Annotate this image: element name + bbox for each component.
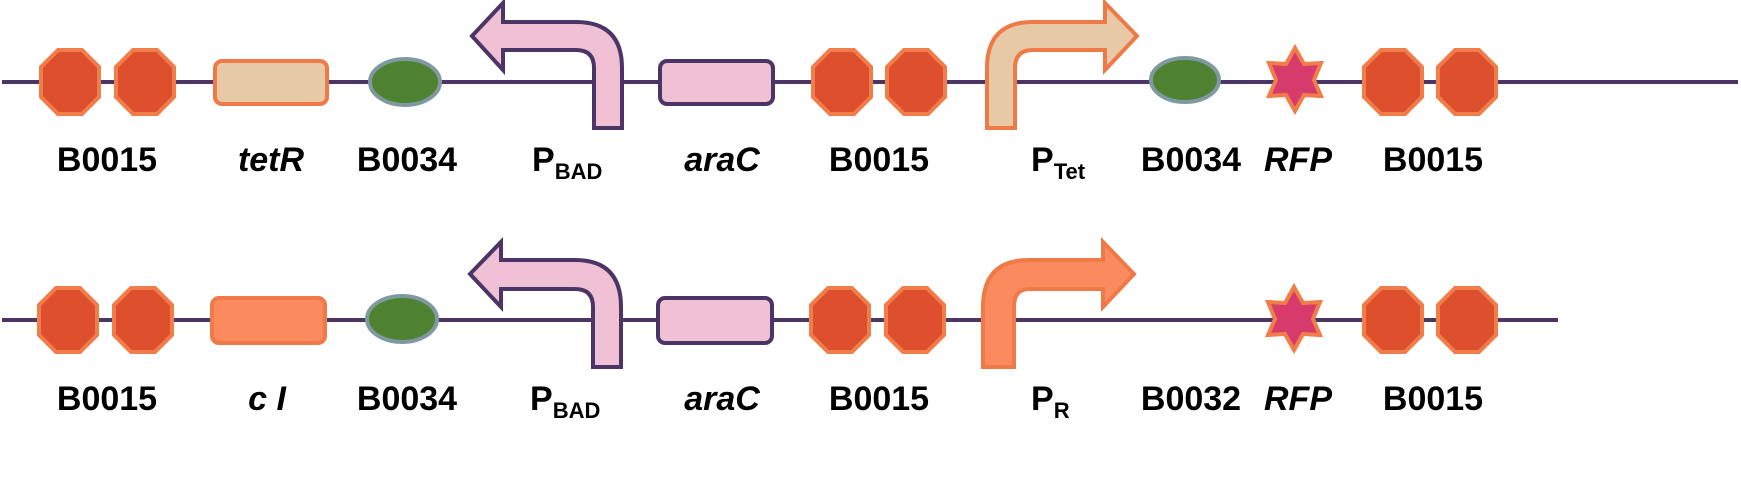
promoter-pbad-arrow-icon xyxy=(467,237,623,369)
label-rbs1: B0034 xyxy=(357,141,457,179)
terminator-icon xyxy=(885,48,947,116)
construct-1: B0015 tetR B0034 PBAD araC B0015 PTet B0… xyxy=(2,0,1738,184)
label-term3: B0015 xyxy=(1383,141,1483,179)
cds-araC-icon xyxy=(656,296,774,345)
label-term1: B0015 xyxy=(57,380,157,418)
label-promoter-1-subscript: BAD xyxy=(553,398,601,423)
label-reporter: RFP xyxy=(1264,141,1332,179)
rbs-icon xyxy=(368,57,442,107)
label-cds1: tetR xyxy=(238,141,305,179)
rfp-star-icon xyxy=(1265,43,1325,116)
promoter-pbad-arrow-icon xyxy=(469,0,624,130)
promoter-pr-arrow-icon xyxy=(981,237,1137,369)
terminator-icon xyxy=(884,286,946,354)
terminator-icon xyxy=(1362,286,1424,354)
label-term1: B0015 xyxy=(57,141,157,179)
label-promoter-1-subscript: BAD xyxy=(555,159,603,184)
terminator-icon xyxy=(112,286,174,354)
label-term3: B0015 xyxy=(1383,380,1483,418)
cds-araC-icon xyxy=(658,59,775,106)
terminator-icon xyxy=(1436,48,1498,116)
label-promoter-1-main: P xyxy=(532,141,555,179)
rfp-star-icon xyxy=(1264,282,1324,355)
label-term2: B0015 xyxy=(829,141,929,179)
terminator-icon xyxy=(1436,286,1498,354)
label-promoter-1: PBAD xyxy=(532,141,602,184)
cds-cI-icon xyxy=(210,296,327,345)
terminator-icon xyxy=(1362,48,1424,116)
rbs-icon xyxy=(365,294,439,344)
terminator-icon xyxy=(39,48,101,116)
label-cds2: araC xyxy=(684,141,760,179)
label-cds2: araC xyxy=(684,380,760,418)
label-promoter-2-main: P xyxy=(1031,380,1054,418)
label-rbs1: B0034 xyxy=(357,380,457,418)
label-promoter-2-subscript: R xyxy=(1054,398,1070,423)
construct-2: B0015 c I B0034 PBAD araC B0015 PR B0032… xyxy=(2,237,1558,423)
label-promoter-1: PBAD xyxy=(530,380,600,423)
label-promoter-2: PR xyxy=(1031,380,1070,423)
promoter-ptet-arrow-icon xyxy=(985,0,1140,130)
rbs-icon xyxy=(1149,56,1221,104)
label-promoter-2-subscript: Tet xyxy=(1054,159,1086,184)
label-term2: B0015 xyxy=(829,380,929,418)
terminator-icon xyxy=(37,286,99,354)
cds-tetR-icon xyxy=(213,59,329,106)
terminator-icon xyxy=(811,48,873,116)
label-promoter-2: PTet xyxy=(1031,141,1086,184)
label-cds1: c I xyxy=(248,380,287,418)
label-reporter: RFP xyxy=(1264,380,1332,418)
label-rbs2: B0034 xyxy=(1141,141,1241,179)
terminator-icon xyxy=(114,48,176,116)
terminator-icon xyxy=(809,286,871,354)
label-rbs2: B0032 xyxy=(1141,380,1241,418)
label-promoter-2-main: P xyxy=(1031,141,1054,179)
label-promoter-1-main: P xyxy=(530,380,553,418)
